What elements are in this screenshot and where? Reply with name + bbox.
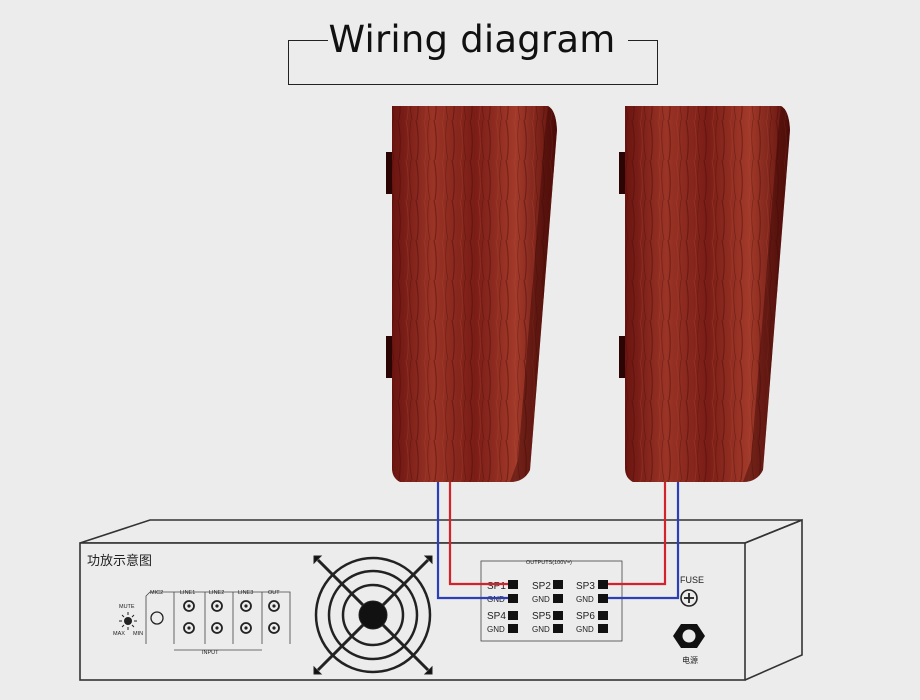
amplifier-panel-label: 功放示意图 bbox=[87, 553, 152, 568]
speaker-wires bbox=[436, 482, 680, 600]
left-speaker-ground-wire bbox=[436, 482, 508, 600]
line1-label: LINE1 bbox=[180, 590, 195, 596]
input-label: INPUT bbox=[202, 650, 219, 656]
line2-label: LINE2 bbox=[209, 590, 224, 596]
sp4-label: SP4 bbox=[487, 611, 506, 622]
gnd6-label: GND bbox=[576, 625, 594, 634]
gnd4-label: GND bbox=[487, 625, 505, 634]
gnd1-label: GND bbox=[487, 595, 505, 604]
title-frame bbox=[288, 40, 658, 85]
gnd3-label: GND bbox=[576, 595, 594, 604]
output-panel-frame bbox=[480, 560, 623, 642]
terminal-labels: SP1 SP2 SP3 GND GND GND SP4 SP5 SP6 GND … bbox=[487, 581, 595, 634]
mic2-label: MIC2 bbox=[150, 590, 163, 596]
sp2-label: SP2 bbox=[532, 581, 551, 592]
sp1-label: SP1 bbox=[487, 581, 506, 592]
fuse-label: FUSE bbox=[680, 575, 704, 585]
mic-jack-icon bbox=[150, 611, 164, 625]
terminal-blocks bbox=[508, 580, 608, 633]
left-speaker-signal-wire bbox=[448, 482, 508, 586]
out-label: OUT bbox=[268, 590, 280, 596]
outputs-label: OUTPUTS(100V≈) bbox=[526, 560, 572, 566]
gnd5-label: GND bbox=[532, 625, 550, 634]
right-speaker-ground-wire bbox=[608, 482, 680, 600]
diagram-title: Wiring diagram bbox=[328, 18, 616, 61]
right-speaker-signal-wire bbox=[608, 482, 667, 586]
min-label: MIN bbox=[133, 631, 143, 637]
power-switch-icon bbox=[673, 624, 705, 648]
power-label: 电源 bbox=[682, 655, 698, 665]
rca-jack-centers bbox=[187, 604, 276, 630]
right-speaker bbox=[619, 106, 790, 482]
sp6-label: SP6 bbox=[576, 611, 595, 622]
line3-label: LINE3 bbox=[238, 590, 253, 596]
gnd2-label: GND bbox=[532, 595, 550, 604]
fan-icon bbox=[313, 555, 433, 675]
mute-knob-icon bbox=[119, 612, 137, 630]
fuse-icon bbox=[680, 589, 698, 607]
sp3-label: SP3 bbox=[576, 581, 595, 592]
mute-label: MUTE bbox=[119, 604, 135, 610]
max-label: MAX bbox=[113, 631, 125, 637]
input-panel-frame bbox=[145, 591, 291, 651]
sp5-label: SP5 bbox=[532, 611, 551, 622]
left-speaker bbox=[386, 106, 557, 482]
